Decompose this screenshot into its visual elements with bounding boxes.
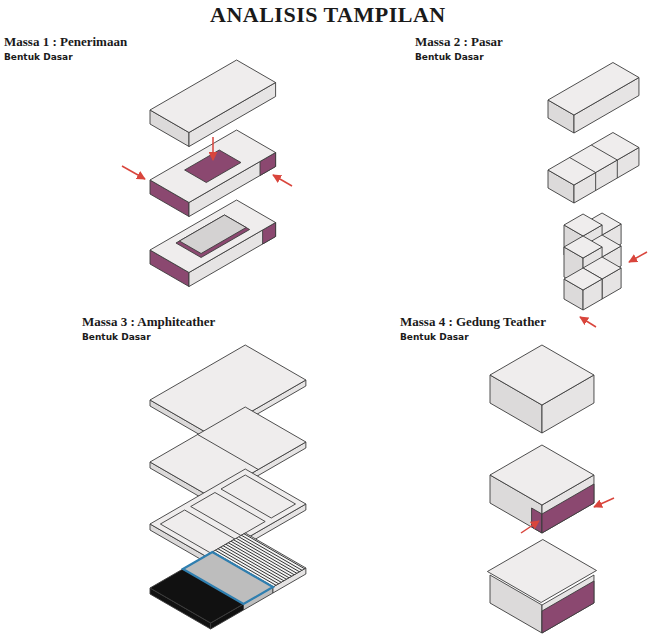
edge-line (617, 160, 618, 178)
iso-box (150, 200, 276, 287)
iso-box (490, 445, 594, 533)
svg-part (150, 533, 306, 623)
section-heading: Massa 2 : Pasar (415, 34, 503, 50)
svg-part (490, 345, 594, 405)
massa-4-form (487, 345, 596, 633)
face-shape (150, 60, 276, 133)
section-heading: Massa 1 : Penerimaan (4, 34, 127, 50)
page-title: ANALISIS TAMPILAN (210, 2, 446, 28)
face-shape (191, 493, 265, 536)
direction-arrows (580, 252, 647, 327)
section-subheading: Bentuk Dasar (4, 52, 73, 62)
edge-line (580, 317, 596, 327)
edge-line (122, 166, 145, 179)
massa-1-form (150, 60, 276, 287)
face-shape (490, 445, 594, 505)
section-heading: Massa 4 : Gedung Teather (400, 314, 546, 330)
face-shape (179, 215, 246, 254)
section-subheading: Bentuk Dasar (415, 52, 484, 62)
svg-part (150, 200, 276, 273)
massa-3-form (150, 345, 306, 629)
svg-part (564, 236, 602, 258)
face-shape (564, 236, 602, 258)
edge-line (198, 435, 259, 470)
section-heading: Massa 3 : Amphiteather (82, 314, 215, 330)
face-shape (176, 215, 250, 258)
section-subheading: Bentuk Dasar (82, 332, 151, 342)
svg-part (548, 63, 639, 116)
face-shape (150, 130, 276, 203)
face-shape (487, 540, 596, 603)
iso-box (564, 268, 602, 310)
svg-part (150, 60, 276, 133)
iso-box (150, 60, 276, 147)
edge-line (521, 521, 539, 533)
svg-part (564, 214, 602, 236)
svg-part (564, 268, 602, 290)
edge-line (273, 175, 292, 186)
section-subheading: Bentuk Dasar (400, 332, 469, 342)
edge-line (594, 498, 614, 507)
face-shape (183, 552, 273, 604)
edge-line (570, 158, 596, 173)
direction-arrows (521, 498, 614, 533)
svg-part (150, 130, 276, 203)
face-shape (548, 63, 639, 116)
face-shape (490, 345, 594, 405)
svg-part (548, 133, 639, 186)
iso-box (490, 345, 594, 433)
iso-box (150, 130, 276, 217)
svg-part (490, 445, 594, 505)
massa-2-form (548, 63, 639, 311)
face-shape (564, 268, 602, 290)
face-shape (150, 200, 276, 273)
face-shape (564, 214, 602, 236)
iso-box (487, 540, 596, 634)
iso-box (548, 133, 639, 204)
edge-line (595, 173, 596, 191)
iso-slab (150, 533, 306, 629)
svg-part (487, 540, 596, 603)
edge-line (212, 137, 214, 160)
face-shape (532, 508, 542, 533)
direction-arrows (122, 137, 292, 186)
edge-line (591, 145, 617, 160)
face-shape (548, 133, 639, 186)
face-shape (221, 475, 295, 518)
edge-line (629, 252, 647, 262)
iso-box (548, 63, 639, 134)
